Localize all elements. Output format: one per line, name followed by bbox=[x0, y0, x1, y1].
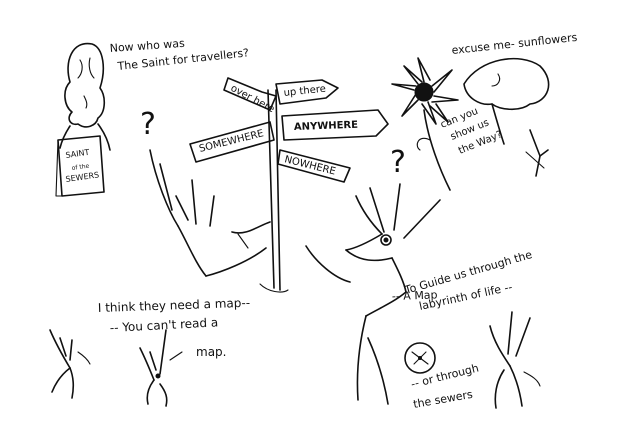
small-creature-2 bbox=[139, 329, 183, 407]
saint-figure bbox=[55, 42, 111, 197]
sewers-line1: -- or through bbox=[410, 361, 481, 390]
compass-icon bbox=[404, 342, 436, 374]
big-creature-center bbox=[305, 183, 441, 405]
small-creature-1 bbox=[49, 329, 91, 399]
map-left-line2: -- You can't read a bbox=[109, 315, 218, 335]
book-icon bbox=[57, 135, 105, 197]
book-title-1: SAINT bbox=[65, 148, 90, 160]
map-right-line1: -- A Map bbox=[392, 288, 438, 303]
sign-anywhere: ANYWHERE bbox=[294, 120, 359, 133]
map-left-line3: map. bbox=[196, 345, 226, 359]
question-mark-center: ? bbox=[390, 145, 406, 180]
sunflower-creature bbox=[463, 58, 550, 177]
sewers-line2: the sewers bbox=[412, 388, 474, 411]
question-mark-left: ? bbox=[140, 107, 156, 142]
spiky-creature-left bbox=[149, 149, 271, 277]
signpost bbox=[189, 77, 389, 293]
small-creature-3 bbox=[489, 311, 541, 409]
sunflower-speech: excuse me- sunflowers bbox=[451, 31, 578, 57]
question-mark-right: ? bbox=[498, 167, 499, 168]
sign-up-there: up there bbox=[283, 84, 326, 99]
sunflower-icon bbox=[391, 57, 459, 191]
book-title-3: SEWERS bbox=[65, 170, 100, 184]
book-title-2: of the bbox=[71, 163, 90, 172]
map-left-line1: I think they need a map-- bbox=[98, 296, 251, 315]
saint-speech-line1: Now who was bbox=[109, 37, 185, 55]
